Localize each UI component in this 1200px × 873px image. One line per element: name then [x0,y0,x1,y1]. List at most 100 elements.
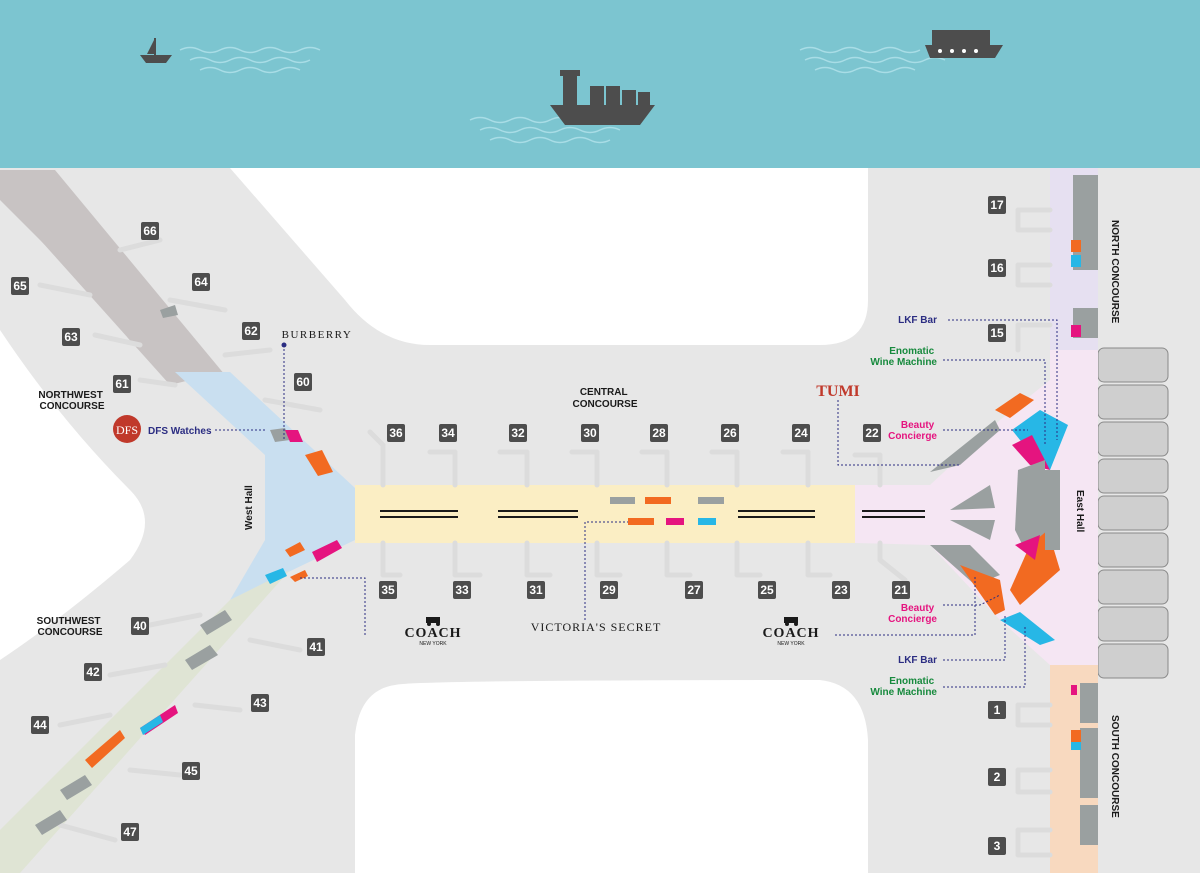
gate-number: 21 [894,583,908,597]
central-concourse-label: CENTRAL CONCOURSE [572,387,637,410]
beauty-concierge-south-label: Beauty Concierge [888,603,937,625]
gate-arms-north-south [1015,207,1053,858]
gate-number: 23 [834,583,848,597]
stores [35,175,1098,845]
gate-40-badge: 40 [131,617,149,635]
gate-47-badge: 47 [121,823,139,841]
beauty-south-line2: Concierge [888,614,937,625]
central-concourse-line2: CONCOURSE [572,399,637,410]
gate-number: 40 [133,619,147,633]
gate-65-badge: 65 [11,277,29,295]
southwest-concourse [0,570,290,873]
southwest-concourse-label: SOUTHWEST CONCOURSE [37,616,104,638]
gate-number: 16 [990,261,1004,275]
parking-structure [1097,347,1169,679]
north-concourse-label: NORTH CONCOURSE [1109,220,1120,324]
gate-number: 34 [441,426,455,440]
victorias-secret-logo: VICTORIA'S SECRET [531,620,662,634]
gate-number: 22 [865,426,879,440]
gate-36-badge: 36 [387,424,405,442]
gate-number: 31 [529,583,543,597]
central-concourse [355,485,855,543]
gate-2-badge: 2 [988,768,1006,786]
burberry-logo: BURBERRY [282,329,353,341]
gate-arms-central [367,429,908,583]
gate-1-badge: 1 [988,701,1006,719]
west-hall-label: West Hall [244,485,255,530]
west-hall-area [175,372,355,600]
gate-21-badge: 21 [892,581,910,599]
lkf-bar-south-label: LKF Bar [898,655,937,666]
gate-16-badge: 16 [988,259,1006,277]
enomatic-south-label: Enomatic Wine Machine [870,676,937,698]
gate-number: 44 [33,718,47,732]
enomatic-north-line2: Wine Machine [870,357,937,368]
northwest-concourse-body [0,170,225,375]
land-north-central [230,168,868,345]
gate-26-badge: 26 [721,424,739,442]
gate-number: 64 [194,275,208,289]
enomatic-south-line2: Wine Machine [870,687,937,698]
gate-number: 29 [602,583,616,597]
dfs-logo-text: DFS [116,423,138,437]
enomatic-south-line1: Enomatic [889,676,934,687]
gate-number: 35 [381,583,395,597]
gate-number: 26 [723,426,737,440]
dfs-logo-icon [113,415,141,443]
walkways [380,510,925,518]
northwest-concourse-line2: CONCOURSE [39,401,104,412]
beauty-north-line2: Concierge [888,431,937,442]
burberry-marker [281,342,287,348]
gate-number: 62 [244,324,258,338]
gate-31-badge: 31 [527,581,545,599]
gate-number: 63 [64,330,78,344]
sailboat-icon [140,38,172,63]
enomatic-north-label: Enomatic Wine Machine [870,346,937,368]
gate-number: 32 [511,426,525,440]
tumi-logo: TUMI [816,383,860,400]
dfs-watches-label: DFS Watches [148,426,212,437]
gate-number: 3 [994,839,1001,853]
coach-carriage-icon [426,617,440,626]
coach-logo-east: COACH [762,626,819,641]
gate-62-badge: 62 [242,322,260,340]
gate-17-badge: 17 [988,196,1006,214]
leader-lines [215,319,1058,688]
gate-number: 27 [687,583,701,597]
gate-number: 33 [455,583,469,597]
land-south-central [355,680,868,873]
gate-33-badge: 33 [453,581,471,599]
gate-42-badge: 42 [84,663,102,681]
gate-24-badge: 24 [792,424,810,442]
gate-number: 30 [583,426,597,440]
sea [0,0,1200,168]
gate-61-badge: 61 [113,375,131,393]
gate-number: 66 [143,224,157,238]
gate-number: 15 [990,326,1004,340]
northwest-concourse-label: NORTHWEST CONCOURSE [38,390,105,412]
gate-number: 2 [994,770,1001,784]
gate-number: 47 [123,825,137,839]
gate-3-badge: 3 [988,837,1006,855]
gate-23-badge: 23 [832,581,850,599]
gate-number: 43 [253,696,267,710]
coach-carriage-icon-east [784,617,798,626]
gate-22-badge: 22 [863,424,881,442]
gate-27-badge: 27 [685,581,703,599]
southwest-concourse-line1: SOUTHWEST [37,616,101,627]
gate-number: 1 [994,703,1001,717]
gate-63-badge: 63 [62,328,80,346]
gate-number: 45 [184,764,198,778]
gate-15-badge: 15 [988,324,1006,342]
gate-arms-west [37,237,323,843]
gate-number: 41 [309,640,323,654]
coach-sub-west: NEW YORK [419,641,447,647]
enomatic-north-line1: Enomatic [889,346,934,357]
beauty-north-line1: Beauty [901,420,935,431]
gate-41-badge: 41 [307,638,325,656]
gate-30-badge: 30 [581,424,599,442]
gate-32-badge: 32 [509,424,527,442]
gate-number: 65 [13,279,27,293]
